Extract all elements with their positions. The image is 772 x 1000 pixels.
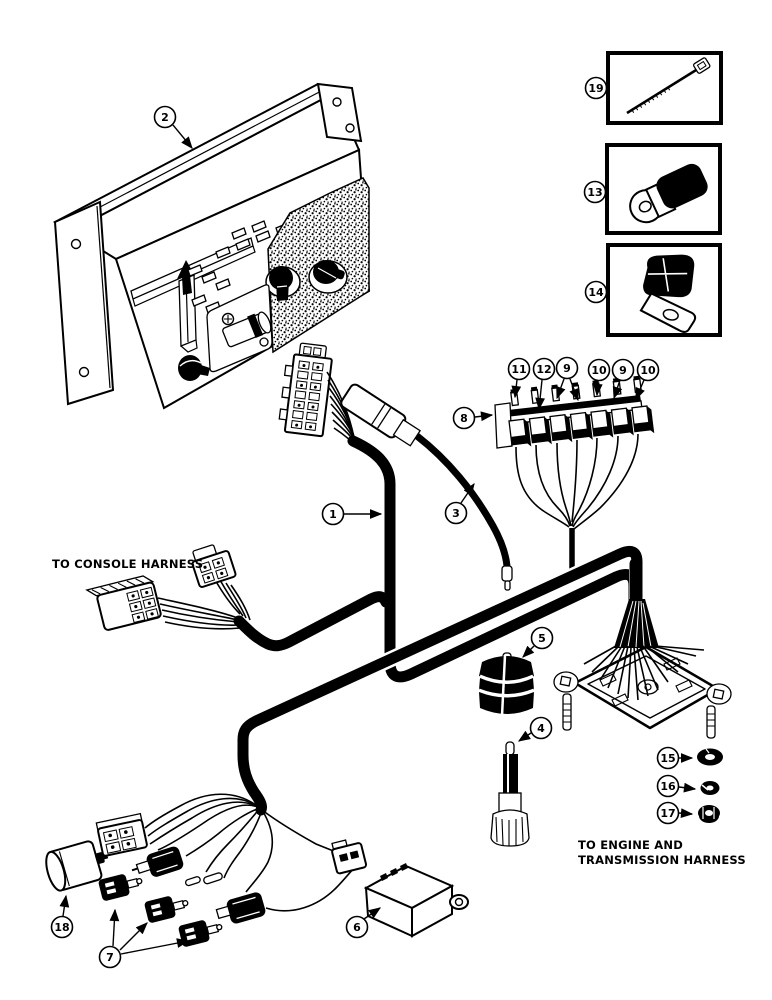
strip-end-cap bbox=[494, 402, 513, 449]
console-connector-small bbox=[191, 544, 237, 588]
callout-18: 18 bbox=[50, 915, 74, 939]
cable-3 bbox=[414, 433, 511, 567]
harness-lower-branch bbox=[237, 545, 643, 816]
engine-connector-plate bbox=[553, 645, 732, 739]
callout-10a: 10 bbox=[587, 358, 611, 382]
item-box-14 bbox=[606, 243, 722, 337]
gauge-cylinder bbox=[221, 311, 272, 348]
flasher-module bbox=[363, 863, 469, 938]
rubber-boot bbox=[478, 652, 535, 717]
svg-text:17: 17 bbox=[660, 807, 675, 820]
svg-text:1: 1 bbox=[329, 508, 337, 521]
flasher-connector bbox=[331, 839, 368, 875]
ring-terminal bbox=[629, 163, 708, 224]
grommet-dome bbox=[178, 355, 210, 381]
spade-plug-3 bbox=[178, 920, 223, 947]
washer bbox=[697, 748, 723, 766]
callout-11: 11 bbox=[507, 357, 531, 381]
callout-3: 3 bbox=[444, 501, 468, 525]
bottom-connector-black-2 bbox=[215, 892, 266, 924]
svg-text:5: 5 bbox=[538, 632, 546, 645]
callout-14: 14 bbox=[584, 280, 608, 304]
leader-arrows bbox=[59, 124, 697, 955]
main-harness-connector bbox=[278, 342, 333, 438]
callout-6: 6 bbox=[345, 915, 369, 939]
svg-text:9: 9 bbox=[619, 364, 627, 377]
svg-text:11: 11 bbox=[511, 363, 526, 376]
svg-text:16: 16 bbox=[660, 780, 676, 793]
callout-15: 15 bbox=[656, 746, 680, 770]
callout-5: 5 bbox=[530, 626, 554, 650]
svg-text:6: 6 bbox=[353, 921, 361, 934]
callout-4: 4 bbox=[529, 716, 553, 740]
callout-1: 1 bbox=[321, 502, 345, 526]
svg-text:10: 10 bbox=[640, 364, 656, 377]
svg-text:10: 10 bbox=[591, 364, 607, 377]
engine-harness-label-line2: TRANSMISSION HARNESS bbox=[578, 853, 746, 867]
svg-text:18: 18 bbox=[54, 921, 69, 934]
svg-text:19: 19 bbox=[588, 82, 603, 95]
console-wires bbox=[157, 577, 251, 630]
callout-9a: 9 bbox=[555, 356, 579, 380]
cable-tie bbox=[626, 57, 711, 115]
svg-text:13: 13 bbox=[587, 186, 602, 199]
bullet-terminals bbox=[184, 872, 223, 887]
item-box-13 bbox=[605, 143, 722, 235]
callout-8: 8 bbox=[452, 406, 476, 430]
panel-knob-right bbox=[308, 260, 348, 294]
callout-9b: 9 bbox=[611, 358, 635, 382]
nut bbox=[698, 805, 720, 823]
instrument-cluster bbox=[52, 82, 371, 410]
svg-text:3: 3 bbox=[452, 507, 460, 520]
callout-13: 13 bbox=[583, 180, 607, 204]
bottom-connector-black-1 bbox=[131, 846, 184, 877]
lock-washer bbox=[700, 781, 720, 795]
svg-text:4: 4 bbox=[537, 722, 545, 735]
plate-bolt-left bbox=[562, 693, 572, 731]
panel-knob-left bbox=[265, 266, 301, 301]
barrel-connector bbox=[340, 383, 513, 591]
cable-clamp bbox=[639, 254, 697, 333]
callout-2: 2 bbox=[153, 105, 177, 129]
svg-text:9: 9 bbox=[563, 362, 571, 375]
bezel-left-plate bbox=[53, 200, 115, 406]
svg-text:12: 12 bbox=[536, 363, 551, 376]
lower-branch-wires bbox=[144, 793, 357, 912]
callout-19: 19 bbox=[584, 76, 608, 100]
callout-10b: 10 bbox=[636, 358, 660, 382]
harness-console-branch bbox=[233, 591, 392, 652]
svg-text:7: 7 bbox=[106, 951, 114, 964]
callout-12: 12 bbox=[532, 357, 556, 381]
callout-16: 16 bbox=[656, 774, 680, 798]
callout-7: 7 bbox=[98, 945, 122, 969]
plate-bolt-right bbox=[706, 705, 716, 739]
spade-plug-1 bbox=[98, 874, 143, 901]
console-harness-label: TO CONSOLE HARNESS bbox=[52, 557, 203, 571]
engine-fan-wires bbox=[583, 599, 705, 701]
item-box-19 bbox=[606, 51, 723, 125]
capacitor bbox=[45, 840, 109, 892]
svg-text:14: 14 bbox=[588, 286, 604, 299]
svg-text:2: 2 bbox=[161, 111, 169, 124]
knob-stem bbox=[490, 741, 530, 847]
engine-harness-label-line1: TO ENGINE AND bbox=[578, 838, 683, 852]
bezel-right-cap bbox=[316, 82, 363, 143]
console-connector-large bbox=[85, 575, 162, 631]
callout-17: 17 bbox=[656, 801, 680, 825]
svg-text:8: 8 bbox=[460, 412, 468, 425]
lamp-socket-strip bbox=[494, 375, 655, 530]
bottom-connector-white bbox=[95, 812, 148, 857]
connector1-wires bbox=[326, 371, 360, 450]
svg-text:15: 15 bbox=[660, 752, 675, 765]
spade-plug-2 bbox=[144, 896, 189, 923]
